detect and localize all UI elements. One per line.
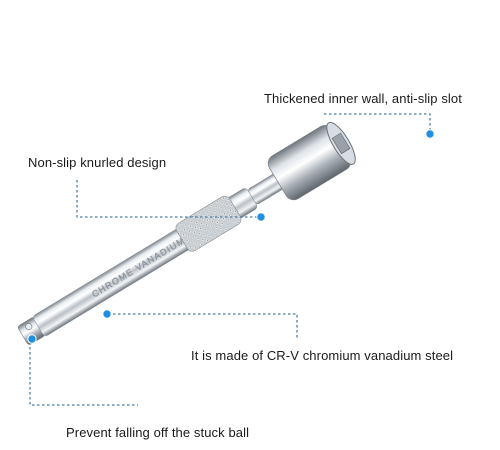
callout-ball-label: Prevent falling off the stuck ball [66, 425, 250, 440]
marker-dot-ball [27, 334, 37, 344]
leader-line-material [108, 313, 298, 340]
leader-line-inner-wall [324, 113, 431, 131]
callout-knurled-label: Non-slip knurled design [28, 155, 167, 170]
marker-dot-inner-wall [425, 129, 435, 139]
detent-ball [25, 323, 33, 331]
marker-dot-material [102, 309, 112, 319]
marker-dot-knurled [256, 212, 266, 222]
callout-inner-wall-label: Thickened inner wall, anti-slip slot [264, 91, 462, 106]
leader-line-ball [29, 342, 138, 406]
engraving-text: CHROME VANADIUM [90, 235, 187, 299]
leader-line-knurled [76, 180, 259, 218]
extension-bar: CHROME VANADIUM [17, 121, 356, 345]
callout-material-label: It is made of CR-V chromium vanadium ste… [191, 348, 454, 363]
knurled-grip [175, 195, 242, 252]
